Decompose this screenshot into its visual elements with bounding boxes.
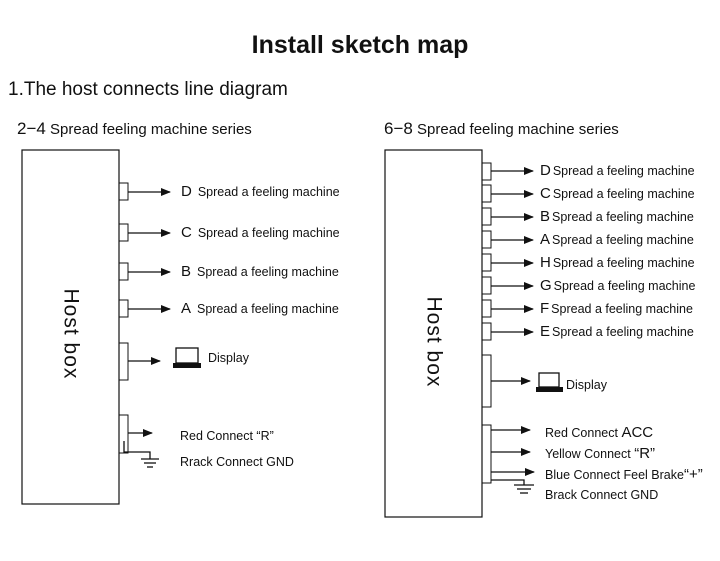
page-title: Install sketch map [251,31,469,59]
ground-icon [491,479,534,494]
monitor-icon [536,372,563,392]
right-connectors [481,162,492,484]
section-heading: 1.The host connects line diagram [8,79,288,100]
right-blue-connect: Blue Connect Feel Brake“+” [545,466,703,483]
left-arrows [128,188,171,437]
left-gnd-connect: Rrack Connect GND [180,455,294,469]
left-series-text: Spread feeling machine series [50,121,252,138]
ground-icon [123,441,159,468]
left-host-box [21,149,120,505]
left-display-label: Display [208,351,249,365]
right-red-connect: Red Connect ACC [545,424,654,441]
left-connectors [118,182,129,454]
right-series-heading: 6−8 Spread feeling machine series [384,120,619,137]
right-host-label: Host box [422,296,446,388]
left-series-number: 2−4 [17,119,46,138]
right-yellow-connect: Yellow Connect “R” [545,445,656,462]
right-display-label: Display [566,378,607,392]
right-arrows [491,167,535,476]
right-series-number: 6−8 [384,119,413,138]
monitor-icon [173,347,201,368]
right-series-text: Spread feeling machine series [417,121,619,138]
left-host-label: Host box [59,288,83,380]
left-red-connect: Red Connect “R” [180,429,274,443]
left-series-heading: 2−4 Spread feeling machine series [17,120,252,137]
right-brack-connect: Brack Connect GND [545,488,659,502]
